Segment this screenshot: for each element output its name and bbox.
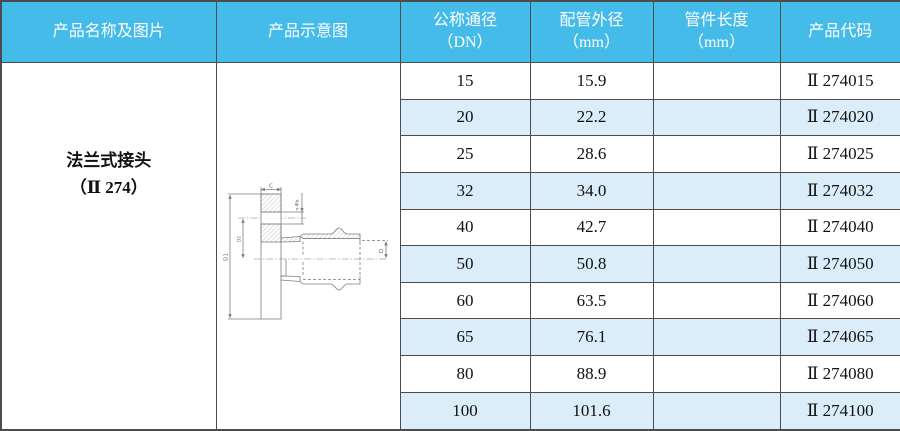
od-cell: 76.1: [529, 318, 654, 357]
length-cell: [652, 135, 781, 173]
dim-label-pipe-od: D: [379, 249, 385, 253]
code-cell: Ⅱ 274050: [779, 245, 900, 283]
od-cell: 88.9: [529, 355, 654, 393]
table-row: 80 88.9 Ⅱ 274080: [1, 355, 900, 393]
dn-cell: 15: [399, 62, 531, 100]
dim-label-thickness: C: [269, 184, 273, 190]
code-cell: Ⅱ 274080: [779, 355, 900, 393]
length-cell: [652, 62, 781, 100]
dn-cell: 60: [399, 281, 531, 320]
table-row: 40 42.7 Ⅱ 274040: [1, 208, 900, 247]
code-cell: Ⅱ 274060: [779, 281, 900, 320]
product-name: 法兰式接头 （Ⅱ 274）: [66, 151, 152, 198]
od-cell: 22.2: [529, 98, 654, 137]
code-cell: Ⅱ 274032: [779, 171, 900, 210]
flange-fitting-technical-drawing: D1 D2 n-Φb: [224, 184, 388, 320]
col-header-code: 产品代码: [779, 0, 900, 63]
col-header-dn: 公称通径 （DN）: [399, 0, 531, 63]
table-row: 20 22.2 Ⅱ 274020: [1, 98, 900, 137]
col-header-diagram: 产品示意图: [215, 0, 401, 63]
length-cell: [652, 245, 781, 283]
dim-label-flange-od: D1: [224, 253, 230, 261]
dn-cell: 32: [399, 171, 531, 210]
code-cell: Ⅱ 274065: [779, 318, 900, 357]
header-row: 产品名称及图片 产品示意图 公称通径 （DN） 配管外径 （mm） 管件长度 （…: [0, 0, 900, 63]
length-cell: [652, 318, 781, 357]
od-cell: 34.0: [529, 171, 654, 210]
code-cell: Ⅱ 274025: [779, 135, 900, 173]
length-cell: [652, 171, 781, 210]
table-row: 法兰式接头 （Ⅱ 274） D1: [0, 62, 900, 431]
table-row: 60 63.5 Ⅱ 274060: [1, 281, 900, 320]
length-cell: [652, 98, 781, 137]
length-cell: [652, 281, 781, 320]
table-row: 50 50.8 Ⅱ 274050: [1, 245, 900, 283]
length-cell: [652, 355, 781, 393]
col-header-od: 配管外径 （mm）: [529, 0, 654, 63]
dn-cell: 20: [399, 98, 531, 137]
code-cell: Ⅱ 274015: [779, 62, 900, 100]
dn-cell: 25: [399, 135, 531, 173]
length-cell: [652, 391, 781, 431]
od-cell: 28.6: [529, 135, 654, 173]
product-diagram-cell: D1 D2 n-Φb: [215, 62, 401, 431]
table-header: 产品名称及图片 产品示意图 公称通径 （DN） 配管外径 （mm） 管件长度 （…: [0, 0, 900, 63]
od-cell: 101.6: [529, 391, 654, 431]
code-cell: Ⅱ 274100: [779, 391, 900, 431]
dn-cell: 65: [399, 318, 531, 357]
dn-cell: 100: [399, 391, 531, 431]
dim-label-bolt-holes: n-Φb: [295, 199, 301, 210]
od-cell: 63.5: [529, 281, 654, 320]
dn-cell: 50: [399, 245, 531, 283]
col-header-length: 管件长度 （mm）: [652, 0, 781, 63]
code-cell: Ⅱ 274020: [779, 98, 900, 137]
table-row: 25 28.6 Ⅱ 274025: [1, 135, 900, 173]
col-header-product-name: 产品名称及图片: [0, 0, 217, 63]
length-cell: [652, 208, 781, 247]
dim-label-bolt-circle: D2: [237, 236, 243, 242]
table-row: 100 101.6 Ⅱ 274100: [1, 391, 900, 431]
code-cell: Ⅱ 274040: [779, 208, 900, 247]
od-cell: 15.9: [529, 62, 654, 100]
table-row: 32 34.0 Ⅱ 274032: [1, 171, 900, 210]
product-name-cell: 法兰式接头 （Ⅱ 274）: [0, 62, 217, 431]
dn-cell: 40: [399, 208, 531, 247]
od-cell: 50.8: [529, 245, 654, 283]
dn-cell: 80: [399, 355, 531, 393]
od-cell: 42.7: [529, 208, 654, 247]
